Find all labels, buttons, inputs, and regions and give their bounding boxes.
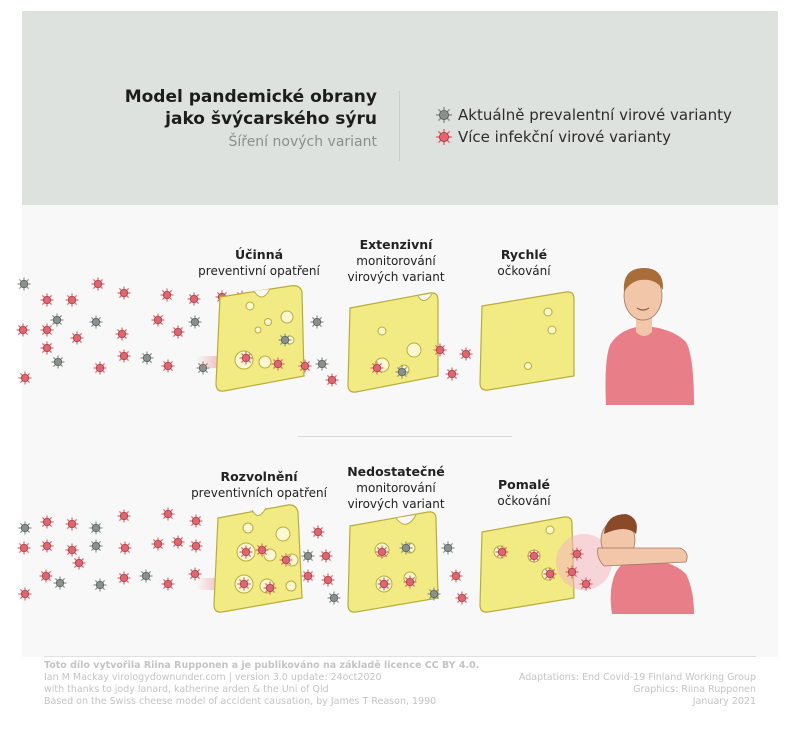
- footer-right-2: Graphics: Riina Rupponen: [633, 684, 756, 695]
- bottom-label-layer-3: Pomalé očkování: [480, 477, 568, 509]
- top-label-layer-1: Účinná preventivní opatření: [190, 247, 328, 279]
- top-cheese-layer-2: [347, 292, 439, 393]
- bottom-label-layer-1-text: preventivních opatření: [191, 486, 327, 500]
- header-divider: [399, 91, 400, 161]
- bottom-label-layer-3-bold: Pomalé: [498, 477, 550, 492]
- top-label-layer-3-text: očkování: [497, 264, 551, 278]
- bottom-label-layer-1: Rozvolnění preventivních opatření: [180, 469, 338, 501]
- footer-line-3: with thanks to jody lanard, katherine ar…: [44, 684, 329, 695]
- footer-line-2: Ian M Mackay virologydownunder.com | ver…: [44, 672, 382, 683]
- page-title-line-1: Model pandemické obrany: [124, 87, 377, 107]
- legend: Aktuálně prevalentní virové varianty Víc…: [435, 105, 732, 149]
- bottom-label-layer-3-text: očkování: [497, 494, 551, 508]
- footer-license: Toto dílo vytvořila Riina Rupponen a je …: [44, 660, 480, 671]
- bottom-virus-cloud: [16, 506, 204, 602]
- gray-virus-icon: [436, 107, 452, 123]
- top-virus-cloud: [15, 276, 250, 386]
- header-panel: [22, 11, 778, 205]
- footer-right-3: January 2021: [692, 696, 756, 707]
- legend-item-prevalent: Aktuálně prevalentní virové varianty: [435, 105, 732, 125]
- top-label-layer-2-bold: Extenzivní: [359, 237, 433, 252]
- top-label-layer-3-bold: Rychlé: [500, 247, 548, 262]
- bottom-label-layer-2-bold: Nedostatečné: [347, 464, 445, 479]
- legend-label-infectious: Více infekční virové varianty: [458, 128, 672, 146]
- page-subtitle: Šíření nových variant: [228, 134, 377, 150]
- footer-credits: Toto dílo vytvořila Riina Rupponen a je …: [44, 660, 479, 708]
- top-label-layer-2: Extenzivní monitorování virových variant: [338, 237, 454, 285]
- footer-attribution: Adaptations: End Covid-19 Finland Workin…: [519, 672, 756, 708]
- bottom-label-layer-2: Nedostatečné monitorování virových varia…: [338, 464, 454, 512]
- legend-label-prevalent: Aktuálně prevalentní virové varianty: [458, 106, 732, 124]
- top-person-illustration: [605, 268, 694, 405]
- footer-line-4: Based on the Swiss cheese model of accid…: [44, 696, 437, 707]
- top-cheese-layer-1: [215, 285, 305, 392]
- footer-divider: [44, 656, 756, 657]
- bottom-label-layer-1-bold: Rozvolnění: [220, 469, 298, 484]
- row-divider: [298, 436, 512, 437]
- top-label-layer-2-text: monitorování virových variant: [347, 254, 445, 284]
- bottom-person-illustration: [556, 514, 694, 614]
- legend-item-infectious: Více infekční virové varianty: [435, 127, 732, 147]
- bottom-cheese-layer-2: [347, 511, 439, 613]
- top-label-layer-3: Rychlé očkování: [480, 247, 568, 279]
- footer-right-1: Adaptations: End Covid-19 Finland Workin…: [518, 672, 756, 683]
- title-block: Model pandemické obrany jako švýcarského…: [125, 86, 377, 152]
- top-cheese-layer-3: [479, 291, 575, 391]
- bottom-label-layer-2-text: monitorování virových variant: [347, 481, 445, 511]
- page-title-line-2: jako švýcarského sýru: [165, 109, 377, 129]
- top-label-layer-1-bold: Účinná: [234, 247, 284, 262]
- red-virus-icon: [436, 129, 452, 145]
- top-label-layer-1-text: preventivní opatření: [198, 264, 320, 278]
